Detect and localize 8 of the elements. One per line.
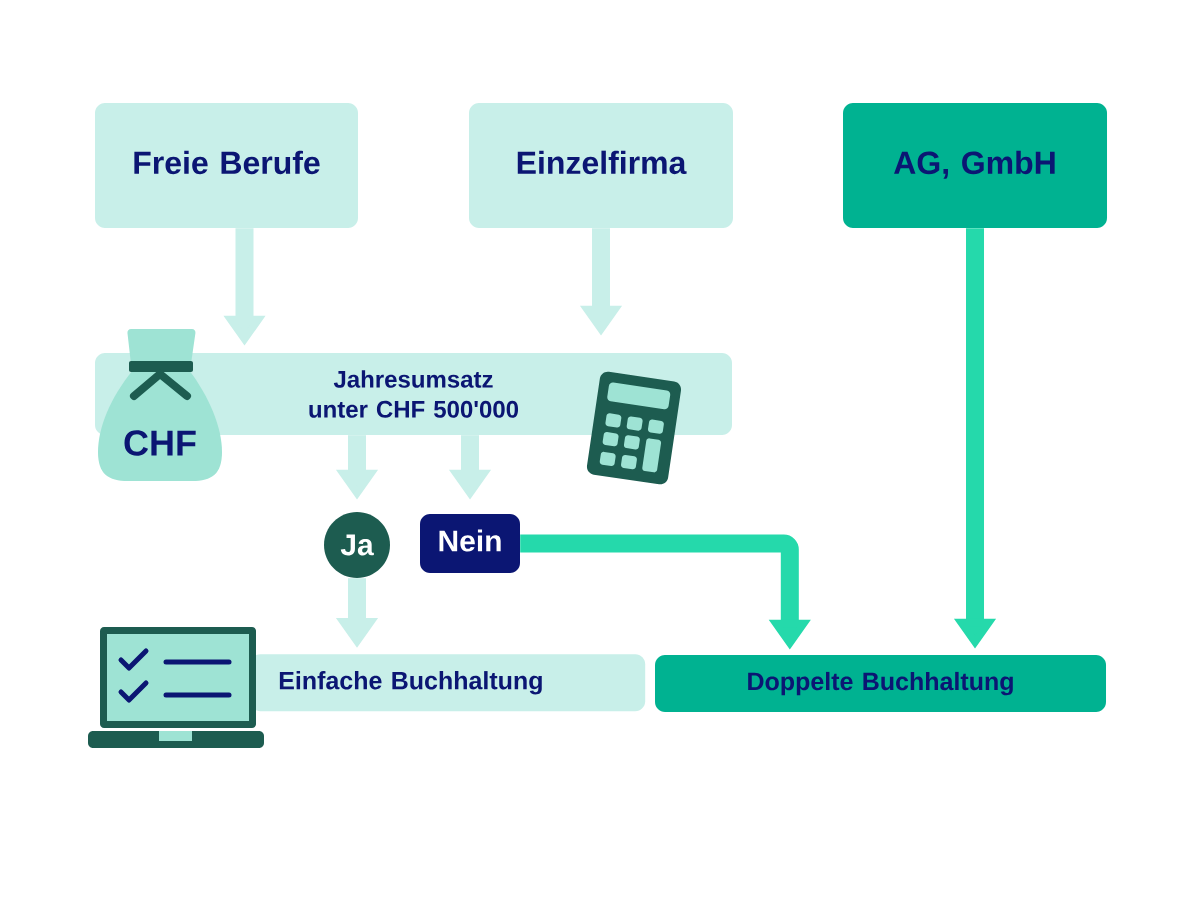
label-box: Nein [420,514,520,573]
wide-bar: Einfache Buchhaltung [250,654,646,712]
rounded-box: Freie Berufe [95,103,358,228]
rounded-box: Einzelfirma [469,103,733,228]
money-bag: CHF [98,329,222,481]
round-badge: Ja [324,512,390,578]
wide-bar: Doppelte Buchhaltung [655,655,1106,712]
rounded-box: AG, GmbH [843,103,1107,228]
